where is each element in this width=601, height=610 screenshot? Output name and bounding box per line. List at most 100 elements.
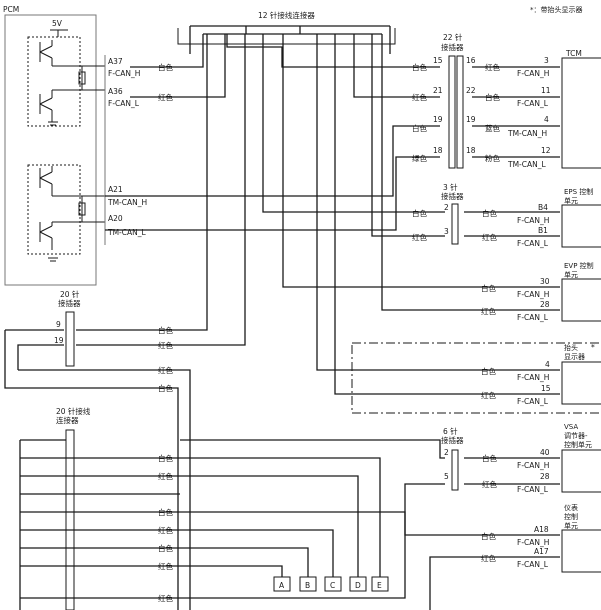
evp-pin-30: 30	[540, 277, 550, 286]
terminal-row: A B C D E	[273, 576, 389, 592]
c22-pin-right-1: 16	[466, 56, 476, 65]
tcm-title: TCM	[565, 49, 582, 58]
pcm-pin-a37: A37	[108, 57, 123, 66]
j20-wire-7: 红色	[158, 593, 173, 603]
c3-left-wire-1: 白色	[412, 208, 427, 218]
c22-pin-left-4: 18	[433, 146, 443, 155]
connector-20pin: 20 针 接插器 9 19 白色 红色	[5, 289, 178, 370]
pcm-upper-resistor	[78, 71, 86, 85]
c6-pin-5: 5	[444, 472, 449, 481]
junction20-label-line1: 20 针接线	[56, 406, 91, 416]
tcm-signal-2: F-CAN_L	[517, 99, 549, 108]
eps-title-line2: 单元	[564, 196, 578, 205]
connector3-label-line2: 接插器	[441, 191, 464, 201]
pcm-signal-fcan-l: F-CAN_L	[108, 99, 140, 108]
c6-wire-1: 白色	[482, 453, 497, 463]
hud-wire-1: 白色	[481, 366, 496, 376]
meter-title-line2: 控制	[564, 512, 578, 521]
terminal-e: E	[377, 581, 382, 590]
evp-signal-1: F-CAN_H	[517, 290, 549, 299]
c3-pin-2: 2	[444, 203, 449, 212]
extra-wire-1: 红色	[158, 365, 173, 375]
eps-pin-b1: B1	[538, 226, 548, 235]
hud-marker: *	[591, 343, 595, 352]
hud-pin-4: 4	[545, 360, 550, 369]
tcm-pin-11: 11	[541, 86, 551, 95]
c20-wire-1: 白色	[158, 325, 173, 335]
eps-control-unit: EPS 控制 单元 B4 F-CAN_H B1 F-CAN_L	[517, 187, 601, 248]
extra-wire-2: 白色	[158, 383, 173, 393]
evp-title-line1: EVP 控制	[564, 261, 594, 270]
evp-wire-2: 红色	[481, 306, 496, 316]
c22-pin-left-1: 15	[433, 56, 443, 65]
tcm-pin-4: 4	[544, 115, 549, 124]
terminal-c-box	[324, 576, 342, 592]
pcm-pin-a21: A21	[108, 185, 123, 194]
pcm-voltage-label: 5V	[52, 19, 63, 28]
vsa-control-unit: VSA 调节器- 控制单元 40 F-CAN_H 28 F-CAN_L	[517, 423, 601, 494]
vsa-title-line2: 调节器-	[564, 431, 588, 440]
c22-pin-right-2: 22	[466, 86, 476, 95]
connector-3pin: 3 针 接插器 白色 红色 2 3 白色 红色	[405, 182, 560, 245]
c3-left-wire-2: 红色	[412, 232, 427, 242]
hud-title-line1: 抬头	[564, 343, 578, 352]
hud-wire-2: 红色	[481, 390, 496, 400]
hud-pin-15: 15	[541, 384, 551, 393]
c22-left-wire-3: 白色	[412, 123, 427, 133]
vsa-title-line1: VSA	[564, 423, 578, 431]
eps-signal-1: F-CAN_H	[517, 216, 549, 225]
evp-pin-28: 28	[540, 300, 550, 309]
j20-wire-3: 白色	[158, 507, 173, 517]
terminal-a: A	[279, 581, 285, 590]
junction-connector-12pin: 12 针接线连接器	[177, 10, 396, 54]
meter-signal-2: F-CAN_L	[517, 560, 549, 569]
terminal-b: B	[305, 581, 310, 590]
junction-connector-20pin: 20 针接线 连接器 白色 红色 白色 红色 白色 红色 红色	[19, 406, 440, 610]
c22-left-wire-1: 白色	[412, 62, 427, 72]
c6-wire-2: 红色	[482, 479, 497, 489]
connector20-label-line1: 20 针	[60, 289, 80, 299]
meter-pin-a18: A18	[534, 525, 549, 534]
terminal-d: D	[355, 581, 361, 590]
junction12-label: 12 针接线连接器	[258, 10, 315, 20]
legend-note: *：带抬头显示器	[530, 5, 583, 14]
meter-wire-1: 白色	[481, 531, 496, 541]
meter-title-line3: 单元	[564, 521, 578, 530]
c22-left-wire-2: 红色	[412, 92, 427, 102]
c22-pin-right-3: 19	[466, 115, 476, 124]
connector6-label-line2: 接插器	[441, 435, 464, 445]
j20-wire-1: 白色	[158, 453, 173, 463]
tcm-module: TCM 3 F-CAN_H 11 F-CAN_L 4 TM-CAN_H 12 T…	[507, 49, 601, 169]
c20-pin-19: 19	[54, 336, 64, 345]
j20-wire-6: 红色	[158, 561, 173, 571]
pcm-upper-circuit	[27, 36, 81, 127]
pcm-outline	[4, 14, 97, 286]
j20-wire-5: 白色	[158, 543, 173, 553]
hud-display: 抬头 显示器 白色 红色 4 F-CAN_H 15 F-CAN_L	[351, 342, 601, 414]
meter-wire-2: 红色	[481, 553, 496, 563]
hud-title-line2: 显示器	[564, 353, 585, 361]
c20-pin-9: 9	[56, 320, 61, 329]
j20-wire-4: 红色	[158, 525, 173, 535]
pcm-lower-resistor	[78, 202, 86, 216]
tcm-signal-3: TM-CAN_H	[507, 129, 547, 138]
vsa-signal-2: F-CAN_L	[517, 485, 549, 494]
terminal-c: C	[330, 581, 335, 590]
terminal-b-box	[299, 576, 317, 592]
c22-pin-right-4: 18	[466, 146, 476, 155]
c22-left-wire-4: 绿色	[412, 153, 427, 163]
meter-pin-a17: A17	[534, 547, 549, 556]
pcm-pin-a20: A20	[108, 214, 123, 223]
tcm-pin-3: 3	[544, 56, 549, 65]
pcm-signal-fcan-h: F-CAN_H	[108, 69, 140, 78]
c22-right-wire-3: 蓝色	[485, 123, 500, 133]
connector22-label-line1: 22 针	[443, 32, 463, 42]
c22-pin-left-3: 19	[433, 115, 443, 124]
c3-right-wire-2: 红色	[482, 232, 497, 242]
tcm-signal-4: TM-CAN_L	[507, 160, 546, 169]
c22-right-wire-1: 红色	[485, 62, 500, 72]
pcm-lower-circuit	[27, 164, 81, 255]
hud-signal-2: F-CAN_L	[517, 397, 549, 406]
pcm-signal-tmcan-h: TM-CAN_H	[107, 198, 147, 207]
